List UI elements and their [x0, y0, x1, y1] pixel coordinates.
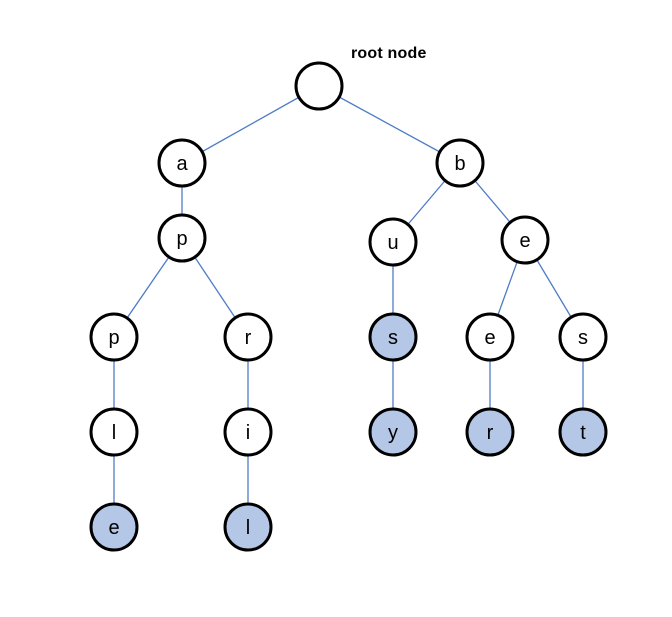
- tree-node-label: e: [519, 230, 530, 252]
- tree-node-e: [500, 215, 550, 265]
- tree-node-label: l: [246, 517, 250, 539]
- tree-node-label: s: [578, 327, 588, 349]
- tree-node-root: [294, 61, 344, 111]
- tree-node-s: [368, 312, 418, 362]
- tree-node-r: [223, 312, 273, 362]
- tree-node-label: b: [454, 153, 465, 175]
- tree-node-a: [157, 138, 207, 188]
- tree-edge: [318, 85, 461, 164]
- tree-node-label: e: [484, 327, 495, 349]
- tree-node-p: [89, 312, 139, 362]
- tree-node-label: e: [108, 517, 119, 539]
- tree-node-label: l: [112, 422, 116, 444]
- tree-node-label: t: [580, 422, 586, 444]
- tree-node-label: p: [176, 228, 187, 250]
- tree-node-r: [465, 407, 515, 457]
- tree-node-u: [368, 217, 418, 267]
- tree-node-label: u: [387, 232, 398, 254]
- tree-node-b: [435, 138, 485, 188]
- tree-node-label: s: [388, 327, 398, 349]
- tree-node-t: [558, 407, 608, 457]
- tree-node-i: [223, 407, 273, 457]
- tree-node-label: a: [176, 153, 188, 175]
- tree-node-l: [89, 407, 139, 457]
- root-node-label: root node: [351, 45, 427, 62]
- tree-node-label: y: [388, 422, 398, 444]
- tree-node-y: [368, 407, 418, 457]
- tree-edge: [181, 85, 320, 164]
- tree-node-l: [223, 502, 273, 552]
- tree-node-label: r: [487, 422, 494, 444]
- tree-node-s: [558, 312, 608, 362]
- tree-node-label: i: [246, 422, 250, 444]
- tree-node-p: [157, 213, 207, 263]
- tree-node-label: p: [108, 327, 119, 349]
- tree-node-e: [465, 312, 515, 362]
- tree-node-e: [89, 502, 139, 552]
- tree-node-label: r: [245, 327, 252, 349]
